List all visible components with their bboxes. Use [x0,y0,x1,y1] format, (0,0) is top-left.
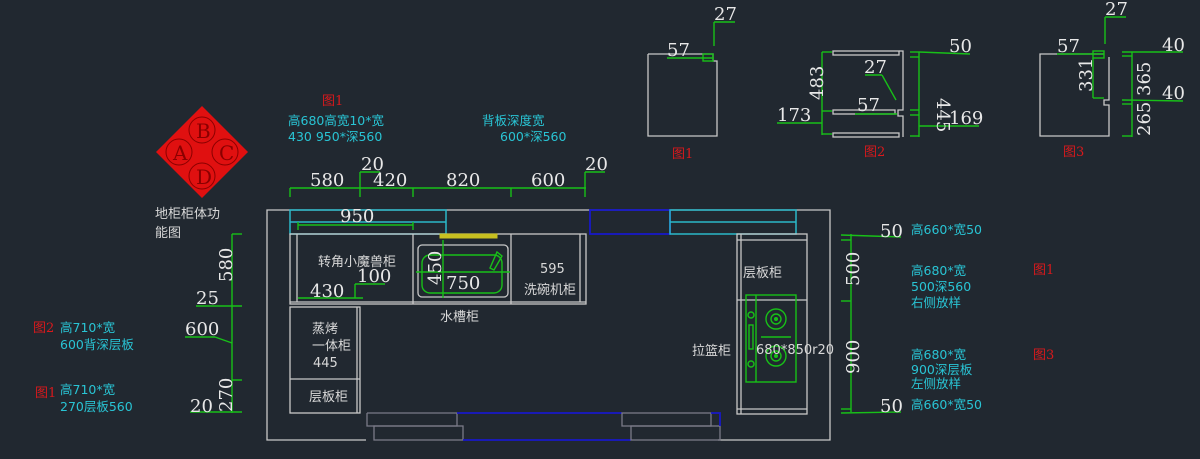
top-note-fig: 图1 [322,94,343,109]
cabinet-corner: 转角小魔兽柜 [318,255,396,270]
right-note3-line2: 900深层板 [911,362,973,377]
top-note-line2: 430 950*深560 [288,129,382,144]
fig2-detail [777,50,979,138]
room-outline [266,209,831,441]
fig3-dim-331: 331 [1076,58,1097,92]
left-dimension-line [185,233,242,413]
corner-dim-430: 430 [310,281,344,302]
compass-d: D [196,165,212,189]
left-dim-20: 20 [190,396,213,417]
cabinet-shelf-right: 层板柜 [743,266,782,281]
bottom-window [366,412,721,441]
right-note1-line1: 高660*宽50 [911,222,982,237]
window-top [589,209,671,235]
faucet-rail [439,233,498,239]
compass-symbol: B A C D [156,106,248,198]
top-cabinet-row [289,233,587,305]
top-counter [289,209,797,235]
fig2-dim-483: 483 [807,66,828,100]
fig3-dim-27: 27 [1105,0,1128,20]
right-note4-line1: 高660*宽50 [911,397,982,412]
fig2-label: 图2 [864,145,885,160]
cabinet-basket: 拉篮柜 [692,344,731,359]
left-dim-580: 580 [216,248,237,282]
top-dim-580: 580 [310,170,344,191]
right-dim-50b: 50 [880,396,903,417]
fig1-dim-27: 27 [714,4,737,25]
cabinet-steam-num: 445 [313,356,338,371]
left-note1-line1: 高710*宽 [60,320,115,335]
left-note2-fig: 图1 [35,386,56,401]
top-note-line1: 高680高宽10*宽 [288,113,384,128]
cabinet-dishwasher: 洗碗机柜 [524,282,576,298]
counter-dim-950: 950 [340,206,374,227]
fig2-dim-173: 173 [777,105,811,126]
cabinet-steam-1: 蒸烤 [312,322,338,337]
right-note2-line1: 高680*宽 [911,263,966,278]
compass-c: C [219,141,234,165]
right-note3-line1: 高680*宽 [911,347,966,362]
fig2-dim-27: 27 [864,57,887,78]
compass-b: B [196,119,211,143]
left-cabinet-column [289,306,361,414]
left-dim-25: 25 [196,288,219,309]
dishwasher-num: 595 [540,262,565,277]
right-cabinet-column [736,233,808,415]
fig2-dim-169: 169 [949,108,983,129]
left-note1-line2: 600背深层板 [60,337,134,352]
compass-a: A [172,141,188,165]
fig1-detail [647,21,735,137]
sink-basin [416,240,510,298]
fig3-dim-365: 365 [1134,62,1155,96]
cabinet-sink: 水槽柜 [440,310,479,325]
fig2-dim-57: 57 [857,95,880,116]
fig2-dim-445: 445 [932,98,953,132]
right-dim-500: 500 [843,252,864,286]
right-note2-line2: 500深560 [911,279,971,294]
top-dim-420: 420 [373,170,407,191]
sink-dim-450: 450 [425,251,446,285]
fig1-label: 图1 [672,147,693,162]
right-dimension-line [840,234,902,414]
top-note2-line2: 600*深560 [500,129,567,144]
top-dim-20b: 20 [585,154,608,175]
title-line2: 能图 [155,226,181,241]
fig3-label: 图3 [1063,145,1084,160]
right-note2-fig: 图1 [1033,263,1054,278]
fig3-dim-265: 265 [1134,102,1155,136]
compass-diamond [156,106,248,198]
fig2-dim-50: 50 [949,36,972,57]
left-dim-600: 600 [185,319,219,340]
cabinet-steam-2: 一体柜 [312,339,351,354]
right-note2-line3: 右侧放样 [911,295,961,310]
fig3-dim-40b: 40 [1162,83,1185,104]
sink-dim-750: 750 [446,273,480,294]
fig1-dim-57: 57 [667,40,690,61]
stove-hob [745,294,797,383]
left-dim-270: 270 [216,378,237,412]
top-dimension-line [289,171,605,197]
left-note2-line2: 270层板560 [60,399,133,414]
top-dim-820: 820 [446,170,480,191]
right-dim-50a: 50 [880,221,903,242]
left-note1-fig: 图2 [33,321,54,336]
fig3-dim-57: 57 [1057,36,1080,57]
top-note2-line1: 背板深度宽 [482,113,545,128]
right-dim-900: 900 [843,340,864,374]
fig3-dim-40a: 40 [1162,35,1185,56]
right-note3-line3: 左侧放样 [911,376,961,391]
top-dim-600: 600 [531,170,565,191]
title-line1: 地柜柜体功 [155,207,220,222]
fig3-detail [1039,16,1184,137]
top-dim-20a: 20 [361,154,384,175]
left-note2-line1: 高710*宽 [60,382,115,397]
right-note3-fig: 图3 [1033,348,1054,363]
cabinet-shelf-left: 层板柜 [309,390,348,405]
stove-dim: 680*850r20 [756,343,834,358]
corner-dim-100: 100 [357,266,391,287]
